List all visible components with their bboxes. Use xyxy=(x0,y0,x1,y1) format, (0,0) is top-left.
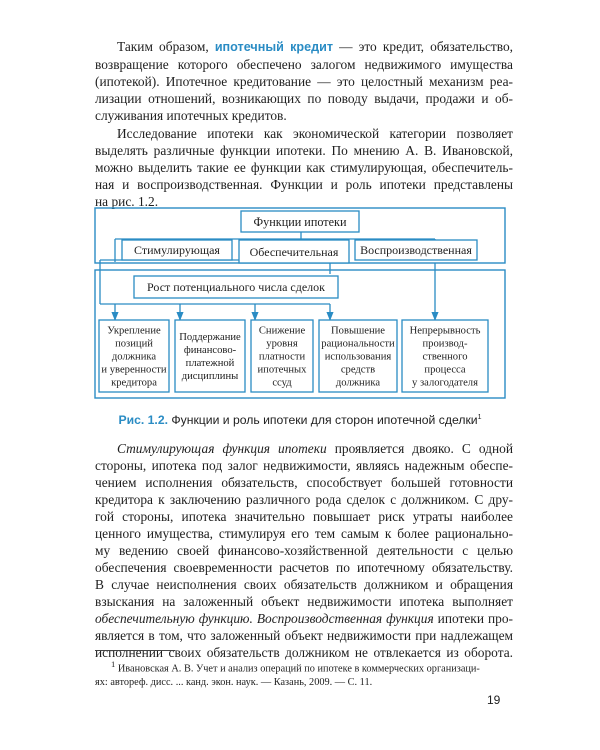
paragraph-intro: Таким образом, ипотечный кредит — это кр… xyxy=(95,39,514,123)
paragraph-description: Стимулирующая функция ипотеки проявляетс… xyxy=(95,441,513,660)
role-box-line: платности xyxy=(259,352,306,363)
role-box-line: позиций xyxy=(115,339,153,350)
role-box-line: средств xyxy=(341,365,375,376)
role-box-line: процесса xyxy=(424,365,465,376)
role-box-line: финансово- xyxy=(184,345,237,356)
footnote-mark: 1 xyxy=(111,659,116,669)
role-box-line: платежной xyxy=(186,358,235,369)
figure-label: Рис. 1.2. xyxy=(118,413,168,427)
roles-frame xyxy=(94,269,506,399)
role-box-line: ссуд xyxy=(272,378,292,389)
footnote: 1 Ивановская А. В. Учет и анализ операци… xyxy=(95,659,480,689)
role-box-line: производ- xyxy=(423,339,468,350)
role-box-line: рациональности xyxy=(321,339,395,350)
role-box xyxy=(174,319,246,393)
functions-frame xyxy=(94,207,506,264)
role-box-line: Снижение xyxy=(259,326,306,337)
function-box-securing xyxy=(238,239,350,264)
footnote-rule xyxy=(95,650,175,651)
function-label-reproductive: Воспроизводственная xyxy=(360,243,472,257)
diagram-title: Функции ипотеки xyxy=(254,215,347,229)
growth-label: Рост потенциального числа сделок xyxy=(147,280,325,294)
function-label-securing: Обеспечительная xyxy=(250,245,339,259)
function-box-reproductive xyxy=(354,239,478,261)
role-box-line: Непрерывность xyxy=(410,326,481,337)
role-box xyxy=(401,319,489,393)
role-box-line: дисциплины xyxy=(182,371,239,382)
role-box-line: ипотечных xyxy=(258,365,308,376)
connector-lines xyxy=(99,232,436,305)
page-number: 19 xyxy=(487,693,501,707)
role-box xyxy=(98,319,170,393)
term-stimulating-function: Стимулирующая функция ипотеки xyxy=(117,441,327,456)
figure-caption-text: Функции и роль ипотеки для сторон ипотеч… xyxy=(167,413,478,427)
function-label-stimulating: Стимулирующая xyxy=(134,243,220,257)
figure-caption: Рис. 1.2. Функции и роль ипотеки для сто… xyxy=(0,413,600,427)
role-box-line: Поддержание xyxy=(179,332,241,343)
function-box-stimulating xyxy=(121,239,233,261)
role-box xyxy=(250,319,314,393)
title-box xyxy=(240,210,360,233)
role-box-line: кредитора xyxy=(111,378,157,389)
role-box-line: должника xyxy=(112,352,156,363)
term-securing-reproductive: обеспечительную функцию. Воспроизводстве… xyxy=(95,611,434,626)
role-box-line: должника xyxy=(336,378,380,389)
role-box-line: уровня xyxy=(266,339,298,350)
role-box-line: Повышение xyxy=(331,326,385,337)
role-box-line: у залогодателя xyxy=(412,378,478,389)
growth-box xyxy=(133,275,339,299)
paragraph-functions: Исследование ипотеки как экономической к… xyxy=(95,126,513,209)
role-box-line: Укрепление xyxy=(107,326,161,337)
footnote-ref: 1 xyxy=(477,413,482,421)
role-boxes: Укрепление позиций должника и уверенности кр… xyxy=(98,319,489,393)
term-mortgage-credit: ипотечный кредит xyxy=(214,40,333,54)
role-box-line: и уверенности xyxy=(101,365,166,376)
role-box-line: использования xyxy=(325,352,392,363)
role-box-line: ственного xyxy=(423,352,468,363)
role-box xyxy=(318,319,398,393)
